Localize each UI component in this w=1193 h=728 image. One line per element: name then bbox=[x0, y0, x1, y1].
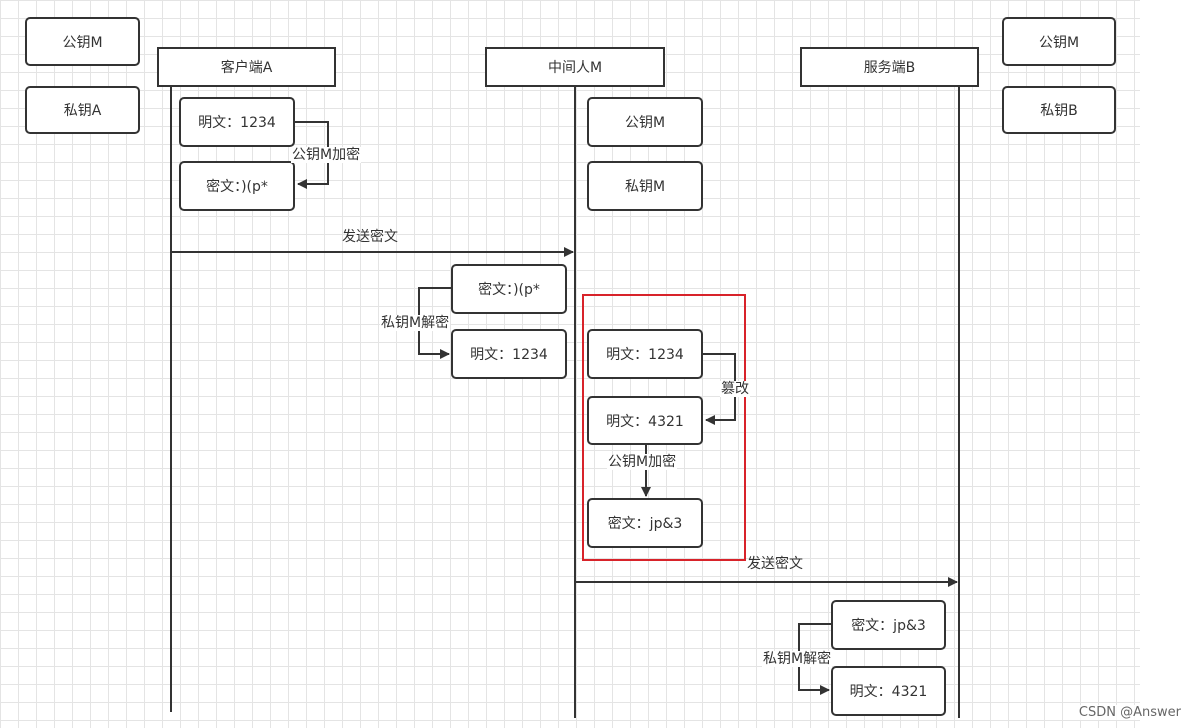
tamper-original-plaintext-box: 明文：1234 bbox=[587, 329, 703, 379]
middle-encrypt-label: 公钥M加密 bbox=[607, 454, 678, 470]
canvas-edge bbox=[1140, 0, 1193, 728]
tamper-label: 篡改 bbox=[720, 381, 750, 397]
tamper-highlight-frame bbox=[582, 294, 746, 561]
csdn-watermark: CSDN @Answer bbox=[1076, 705, 1183, 720]
server-actor-header: 服务端B bbox=[800, 47, 979, 87]
send1-label: 发送密文 bbox=[342, 229, 398, 245]
middle-decrypted-plaintext-box: 明文：1234 bbox=[451, 329, 567, 379]
middle-received-ciphertext-box: 密文：)(p* bbox=[451, 264, 567, 314]
send2-label: 发送密文 bbox=[747, 556, 803, 572]
server-ciphertext-box: 密文：jp&3 bbox=[831, 600, 946, 650]
server-private-key-box: 私钥B bbox=[1002, 86, 1116, 134]
middle-public-key-box: 公钥M bbox=[587, 97, 703, 147]
server-public-key-box: 公钥M bbox=[1002, 17, 1116, 66]
client-ciphertext-box: 密文：)(p* bbox=[179, 161, 295, 211]
tamper-modified-plaintext-box: 明文：4321 bbox=[587, 396, 703, 445]
server-decrypt-label: 私钥M解密 bbox=[762, 651, 833, 667]
client-plaintext-box: 明文：1234 bbox=[179, 97, 295, 147]
client-public-key-box: 公钥M bbox=[25, 17, 140, 66]
server-plaintext-box: 明文：4321 bbox=[831, 666, 946, 716]
client-actor-header: 客户端A bbox=[157, 47, 336, 87]
middle-actor-header: 中间人M bbox=[485, 47, 665, 87]
middle-decrypt-label: 私钥M解密 bbox=[380, 315, 451, 331]
middle-private-key-box: 私钥M bbox=[587, 161, 703, 211]
tamper-ciphertext-box: 密文：jp&3 bbox=[587, 498, 703, 548]
client-encrypt-label: 公钥M加密 bbox=[291, 147, 362, 163]
client-private-key-box: 私钥A bbox=[25, 86, 140, 134]
